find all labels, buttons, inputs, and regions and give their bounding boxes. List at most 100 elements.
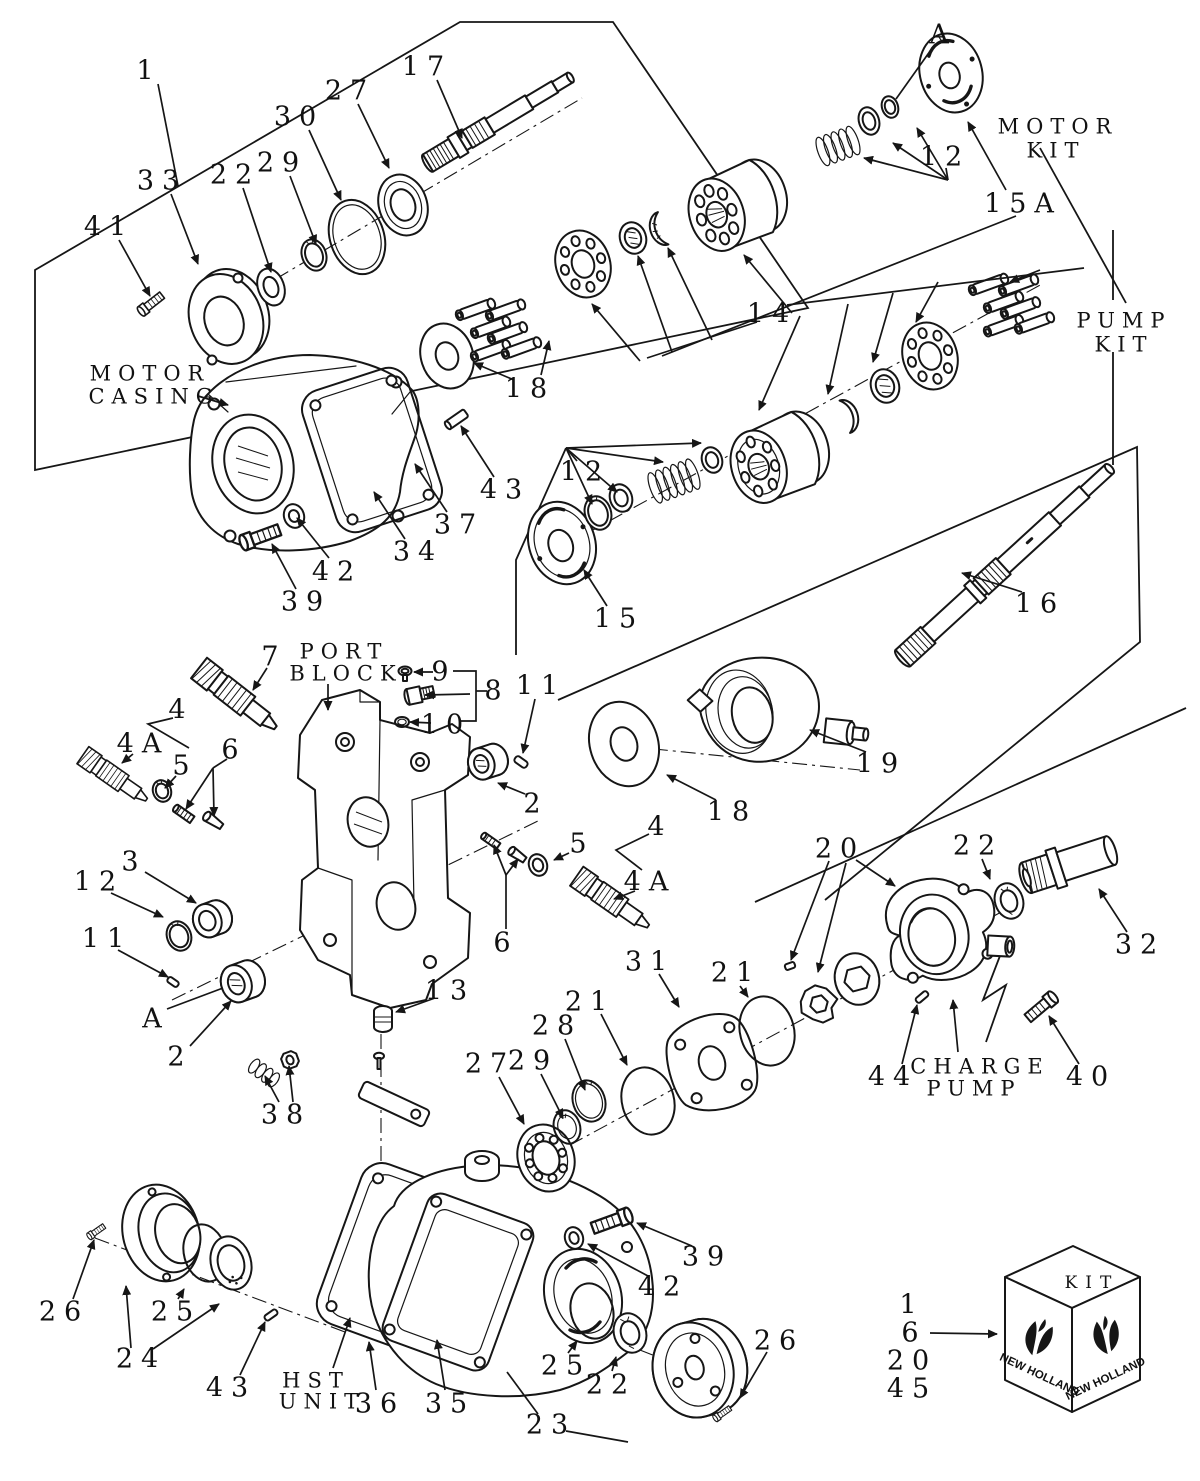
part-gasket-37 <box>301 366 443 534</box>
part-label-24: 24 <box>116 1343 166 1374</box>
part-label-36: 36 <box>355 1388 405 1419</box>
part-label-6-left-leader-1 <box>185 767 214 810</box>
part-label-6-mid-leader-1 <box>493 844 507 876</box>
part-plate-38 <box>357 1080 431 1128</box>
part-label-21-left: 21 <box>565 986 615 1017</box>
part-ring-pump-2 <box>700 446 724 474</box>
part-seal-22-bc <box>612 1312 648 1354</box>
part-label-43-bottom-leader-0 <box>239 1321 266 1376</box>
part-bolt-40 <box>1022 988 1061 1025</box>
part-label-29-mid-leader-0 <box>540 1073 564 1119</box>
part-pin-43-bottom <box>263 1308 279 1322</box>
part-label-26-br: 26 <box>754 1325 804 1356</box>
part-label-42-top-leader-0 <box>296 517 330 559</box>
part-label-39-top: 39 <box>281 586 331 617</box>
part-label-18-top: 18 <box>505 373 555 404</box>
part-charge-pump-housing <box>885 877 1016 984</box>
part-label-4A-mid: 4A <box>624 866 677 897</box>
part-motor-shaft-17 <box>421 71 575 173</box>
part-bushing-2-left <box>219 959 266 1004</box>
part-label-35: 35 <box>425 1388 475 1419</box>
part-label-30: 30 <box>274 101 324 132</box>
group-boundaries <box>34 21 1187 1043</box>
part-key-20 <box>783 961 797 971</box>
part-label-44-leader-0 <box>901 1004 920 1065</box>
part-label-24-leader-1 <box>152 1303 220 1350</box>
part-label-3-left: 3 <box>121 846 146 877</box>
part-label-12-pump: 12 <box>560 456 610 487</box>
part-sleeve-motor <box>618 221 648 255</box>
part-label-39-bottom: 39 <box>682 1241 732 1272</box>
part-oring-25-bc <box>569 1282 615 1340</box>
part-label-37-leader-0 <box>414 463 448 513</box>
kit-cube-top-label: KIT <box>1065 1273 1120 1293</box>
part-label-12-pump-leader-2 <box>565 447 618 493</box>
part-label-42-bottom: 42 <box>638 1271 688 1302</box>
part-label-9-leader-1 <box>453 670 477 722</box>
group-label-charge-pump-line-0: CHARGE <box>910 1054 1049 1078</box>
part-label-40-leader-0 <box>1048 1015 1080 1065</box>
part-label-23: 23 <box>526 1409 576 1440</box>
part-fitting-6-left-a <box>171 803 196 825</box>
part-label-29-top-leader-0 <box>289 175 317 245</box>
part-label-20-leader-2 <box>855 859 896 887</box>
group-label-pump-kit-line-1: KIT <box>1095 332 1154 356</box>
part-retainer-plate-motor <box>554 229 612 299</box>
part-cylinder-block-pump <box>729 410 831 504</box>
group-label-motor-kit-line-0: MOTOR <box>998 114 1119 138</box>
part-label-34: 34 <box>393 536 443 567</box>
part-fitting-32 <box>1018 835 1119 895</box>
part-label-4-mid: 4 <box>647 811 672 842</box>
part-label-21-left-leader-0 <box>600 1013 628 1066</box>
part-label-8: 8 <box>484 675 509 706</box>
part-label-11-mid-leader-0 <box>520 698 536 754</box>
part-label-38: 38 <box>261 1099 311 1130</box>
part-end-cap-23 <box>651 1317 749 1419</box>
part-label-24-leader-0 <box>122 1285 132 1349</box>
part-label-22-right: 22 <box>953 830 1003 861</box>
part-seal-ring-25-left <box>209 1235 253 1291</box>
part-label-1: 1 <box>136 55 161 86</box>
new-holland-leaf-icon-left <box>1025 1319 1053 1356</box>
part-oring-21-left <box>620 1066 676 1136</box>
part-washer-42-top <box>282 503 306 529</box>
part-label-42-bottom-leader-0 <box>587 1243 649 1277</box>
kit-cube: KIT NEW HOLLAND NEW HOLLAND <box>998 1245 1147 1413</box>
part-label-30-leader-0 <box>308 129 342 201</box>
part-label-44: 44 <box>868 1061 918 1092</box>
part-label-A-left-leader-0 <box>166 987 224 1010</box>
part-label-4A-left: 4A <box>117 728 170 759</box>
part-label-5-left: 5 <box>172 750 197 781</box>
part-pump-shaft-16 <box>894 462 1116 668</box>
part-washer-18-mid <box>588 700 660 788</box>
part-valve-plate-motor-A <box>918 32 984 114</box>
part-label-26-bl: 26 <box>39 1296 89 1327</box>
part-label-2-left-leader-0 <box>189 1000 232 1047</box>
part-retainer-plate-pump <box>901 321 959 391</box>
group-label-motor-casing-leader-0 <box>197 395 229 407</box>
part-screw-26-left <box>85 1222 107 1242</box>
part-label-10-leader-0 <box>409 717 432 727</box>
part-label-19-leader-0 <box>809 729 867 753</box>
part-label-25-bl-leader-0 <box>175 1288 185 1300</box>
part-oring-10 <box>394 716 410 728</box>
part-label-34-leader-0 <box>373 491 406 540</box>
part-label-17-leader-0 <box>436 79 463 139</box>
part-label-20-leader-1 <box>815 862 847 973</box>
part-motor-flange-33 <box>187 268 271 366</box>
part-label-4A-left-leader-0 <box>121 753 134 764</box>
part-label-18-top-leader-1 <box>540 340 552 376</box>
part-label-A-left: A <box>141 1003 170 1034</box>
part-snap-ring-12-pump <box>583 495 613 531</box>
part-cap-9 <box>397 665 413 682</box>
part-pin-11-mid <box>513 755 529 769</box>
part-washer-42-bottom <box>563 1226 585 1250</box>
part-label-3-left-leader-0 <box>144 871 197 904</box>
part-label-kit-20: 20 <box>887 1345 937 1376</box>
part-label-37: 37 <box>434 509 484 540</box>
part-piston-set-pump <box>966 271 1057 339</box>
part-label-kit-1: 1 <box>899 1289 924 1320</box>
group-label-motor-casing-line-1: CASING <box>88 384 219 408</box>
